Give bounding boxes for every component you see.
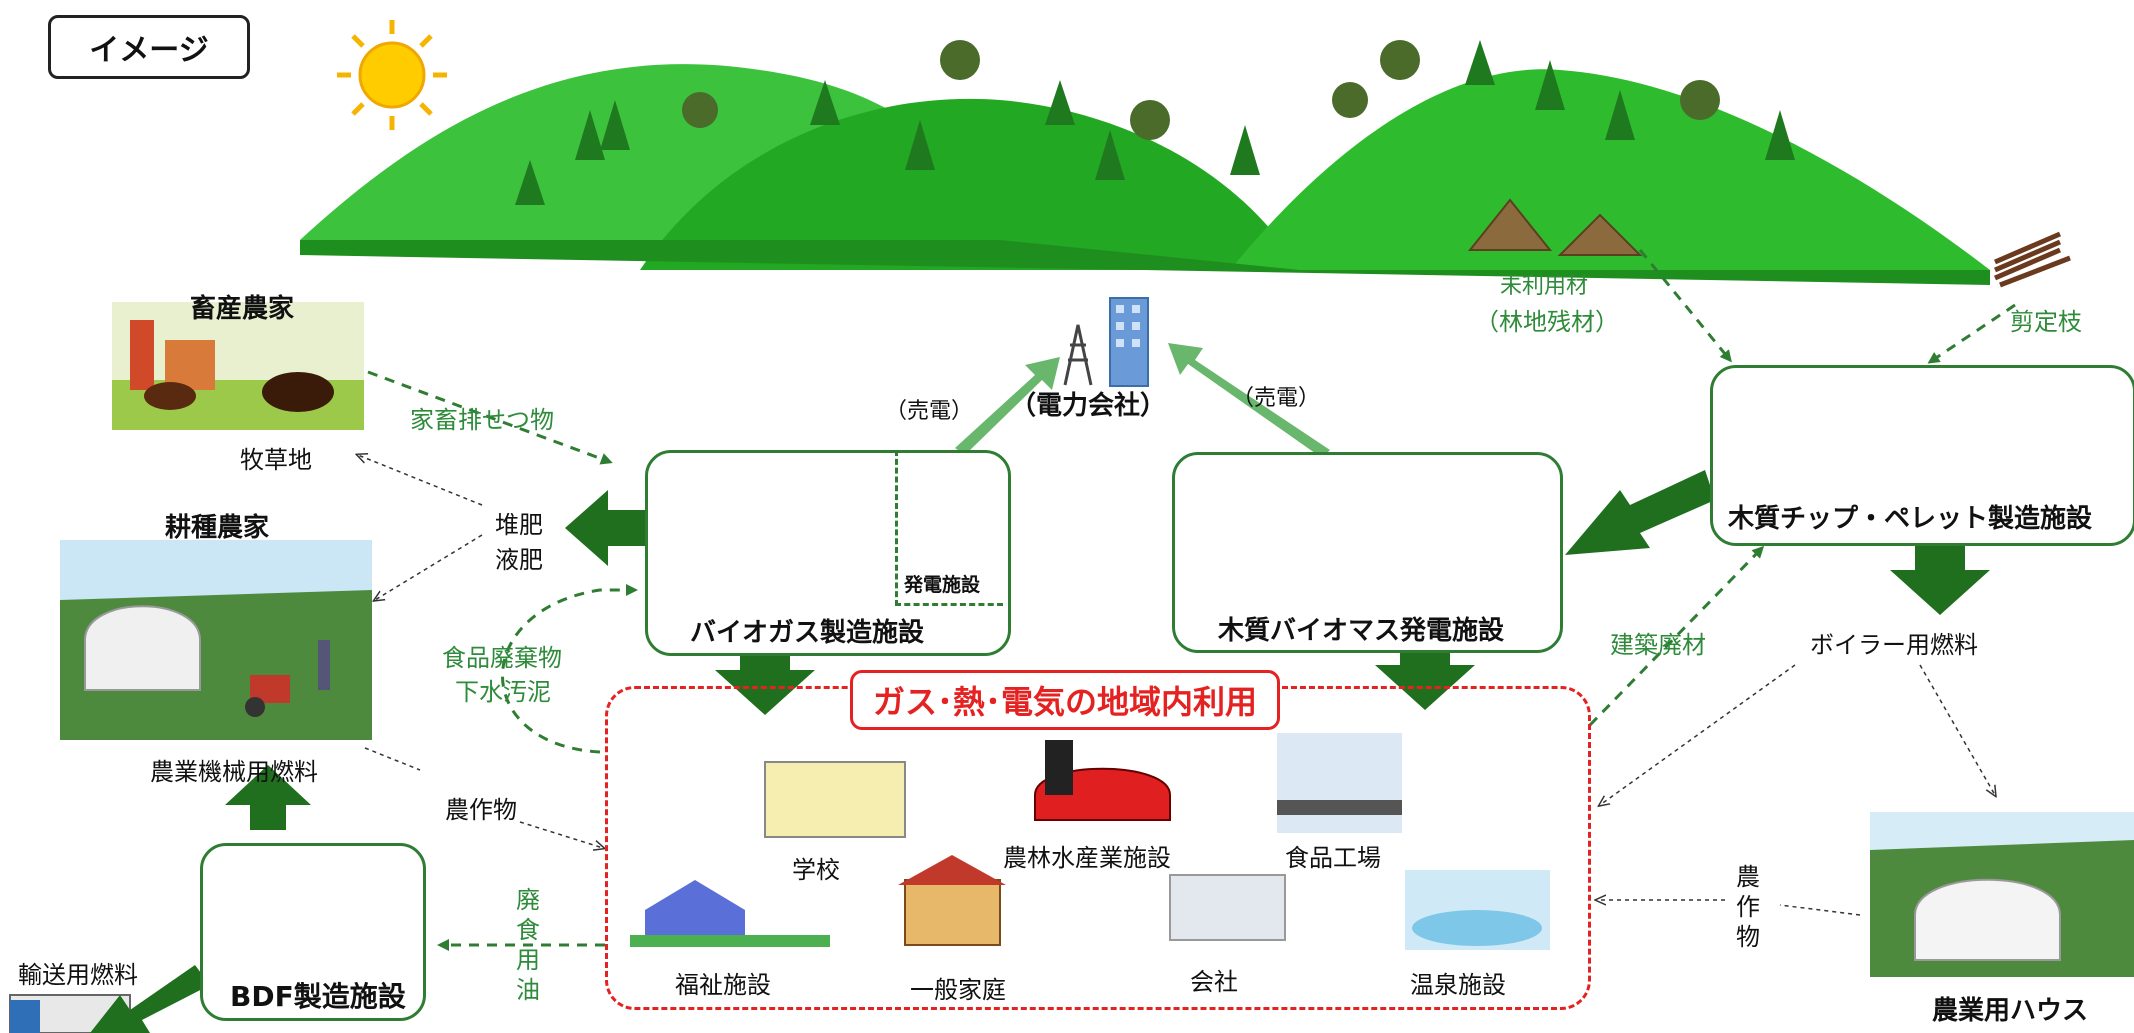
unused-wood-label: 未利用材 bbox=[1500, 274, 1589, 299]
pasture-label: 牧草地 bbox=[240, 446, 312, 474]
liquid-fertilizer-label: 液肥 bbox=[495, 546, 543, 574]
agri-facility-icon bbox=[1034, 740, 1171, 821]
school-label: 学校 bbox=[792, 856, 840, 884]
crops-left-label: 農作物 bbox=[445, 796, 517, 824]
region-title: ガス･熱･電気の地域内利用 bbox=[850, 670, 1281, 730]
biogas-facility-box bbox=[645, 450, 1011, 656]
sell-power-label-1: （売電） bbox=[885, 399, 974, 424]
household-icon bbox=[898, 855, 1006, 946]
hot-spring-icon bbox=[1405, 870, 1550, 950]
sell-power-label-2: （売電） bbox=[1232, 386, 1321, 411]
power-generation-label: 発電施設 bbox=[904, 574, 981, 596]
power-company-label: （電力会社） bbox=[1010, 391, 1167, 421]
school-icon bbox=[764, 761, 906, 838]
crop-farm-label: 耕種農家 bbox=[165, 513, 270, 543]
welfare-icon bbox=[630, 880, 830, 947]
livestock-farm-image bbox=[112, 302, 364, 430]
transport-fuel-label: 輸送用燃料 bbox=[18, 961, 138, 989]
hot-spring-label: 温泉施設 bbox=[1410, 971, 1506, 999]
livestock-farm-label: 畜産農家 bbox=[190, 294, 295, 324]
greenhouse-image bbox=[1870, 812, 2134, 977]
bdf-label: BDF製造施設 bbox=[230, 980, 406, 1013]
pruned-branches-icon bbox=[1994, 231, 2071, 288]
dashed-black-arrows bbox=[358, 455, 1995, 916]
biogas-label: バイオガス製造施設 bbox=[690, 618, 925, 648]
chip-plant-label: 木質チップ・ペレット製造施設 bbox=[1728, 504, 2093, 534]
chip-plant-box bbox=[1710, 365, 2134, 546]
construction-waste-label: 建築廃材 bbox=[1610, 631, 1706, 659]
food-factory-icon bbox=[1277, 733, 1402, 833]
greenhouse-label: 農業用ハウス bbox=[1932, 996, 2089, 1026]
welfare-label: 福祉施設 bbox=[675, 971, 771, 999]
forest-residue-label: （林地残材） bbox=[1475, 308, 1619, 336]
forest-mountains bbox=[300, 40, 1990, 285]
company-icon bbox=[1169, 874, 1286, 941]
power-arrows bbox=[955, 343, 1330, 458]
wood-power-facility-box bbox=[1172, 452, 1563, 653]
manure-label: 家畜排せつ物 bbox=[410, 406, 554, 434]
food-waste-label: 食品廃棄物 bbox=[442, 644, 562, 672]
sewage-sludge-label: 下水汚泥 bbox=[455, 678, 551, 706]
wood-power-label: 木質バイオマス発電施設 bbox=[1218, 616, 1505, 646]
crop-farm-image bbox=[60, 540, 372, 740]
crops-right-label: 農作 物 bbox=[1736, 863, 1760, 951]
pruned-branches-label: 剪定枝 bbox=[2010, 308, 2082, 336]
food-factory-label: 食品工場 bbox=[1285, 844, 1381, 872]
waste-oil-label: 廃食 用油 bbox=[516, 886, 540, 1004]
power-generation-subbox bbox=[895, 450, 1003, 606]
household-label: 一般家庭 bbox=[910, 976, 1006, 1004]
company-label: 会社 bbox=[1190, 968, 1238, 996]
agri-facility-label: 農林水産業施設 bbox=[1003, 844, 1171, 872]
title-box: イメージ bbox=[48, 15, 250, 79]
compost-label: 堆肥 bbox=[495, 511, 543, 539]
bdf-facility-box bbox=[200, 843, 426, 1021]
sun-icon bbox=[337, 20, 447, 130]
thick-arrows bbox=[90, 470, 1990, 1033]
boiler-fuel-label: ボイラー用燃料 bbox=[1810, 631, 1978, 659]
dashed-green-arrows bbox=[367, 249, 2016, 951]
machine-fuel-label: 農業機械用燃料 bbox=[150, 758, 318, 786]
power-company-icon bbox=[1063, 297, 1149, 387]
